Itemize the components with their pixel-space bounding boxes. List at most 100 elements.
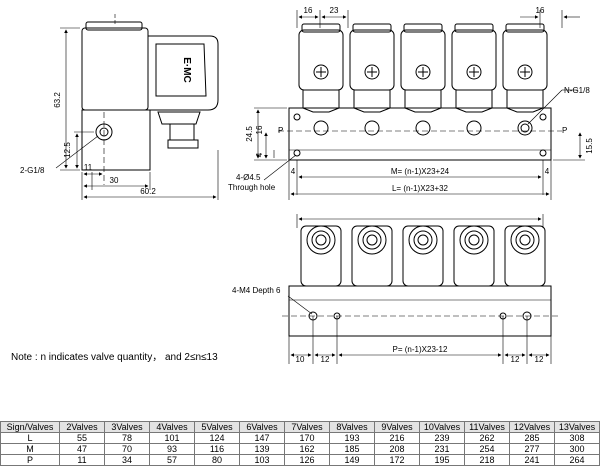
table-cell: 216 bbox=[374, 432, 420, 444]
top-view-labels: 4-M4 Depth 6 10 12 P= (n-1)X23-12 12 12 bbox=[232, 286, 544, 364]
table-header-cell: 6Valves bbox=[239, 421, 285, 433]
table-cell: 241 bbox=[509, 454, 555, 466]
dim-63-2: 63.2 bbox=[53, 92, 62, 108]
dim-24-5: 24.5 bbox=[245, 126, 254, 142]
front-view bbox=[254, 10, 585, 200]
front-valve-1 bbox=[298, 23, 344, 113]
table-cell: 308 bbox=[554, 432, 600, 444]
table-header-cell: 2Valves bbox=[59, 421, 105, 433]
dim-12-left: 12 bbox=[321, 355, 330, 364]
table-cell: 34 bbox=[104, 454, 150, 466]
technical-drawing: 63.2 12.5 11 30 60.2 2-G1/8 E·MC bbox=[20, 6, 594, 364]
side-port-label: 2-G1/8 bbox=[20, 166, 45, 175]
top-valve-2 bbox=[351, 225, 393, 287]
front-valve-5 bbox=[502, 23, 548, 113]
table-cell: 147 bbox=[239, 432, 285, 444]
table-cell: 264 bbox=[554, 454, 600, 466]
table-cell: 208 bbox=[374, 443, 420, 455]
through-hole-label: Through hole bbox=[228, 183, 276, 192]
table-cell: 124 bbox=[194, 432, 240, 444]
table-cell: 57 bbox=[149, 454, 195, 466]
table-cell: 55 bbox=[59, 432, 105, 444]
dim-4-left: 4 bbox=[291, 167, 296, 176]
table-cell: 47 bbox=[59, 443, 105, 455]
table-cell: 93 bbox=[149, 443, 195, 455]
table-header-cell: 9Valves bbox=[374, 421, 420, 433]
table-cell: 285 bbox=[509, 432, 555, 444]
top-valve-4 bbox=[453, 225, 495, 287]
table-cell: 172 bbox=[374, 454, 420, 466]
side-view-labels: 63.2 12.5 11 30 60.2 2-G1/8 E·MC bbox=[20, 57, 192, 196]
dim-4-right: 4 bbox=[545, 167, 550, 176]
side-view bbox=[55, 14, 219, 200]
table-cell: 70 bbox=[104, 443, 150, 455]
coil-logo: E·MC bbox=[181, 57, 192, 83]
table-row-m: M 47 70 93 116 139 162 185 208 231 254 2… bbox=[0, 443, 600, 455]
row-sign: M bbox=[0, 443, 60, 455]
dim-60-2: 60.2 bbox=[140, 187, 156, 196]
dim-16-vert: 16 bbox=[255, 125, 264, 134]
table-header-row: Sign/Valves 2Valves 3Valves 4Valves 5Val… bbox=[0, 421, 600, 433]
table-header-cell: 5Valves bbox=[194, 421, 240, 433]
front-valve-3 bbox=[400, 23, 446, 113]
table-cell: 277 bbox=[509, 443, 555, 455]
dim-16-right: 16 bbox=[536, 6, 545, 15]
table-header-cell: 8Valves bbox=[329, 421, 375, 433]
table-cell: 101 bbox=[149, 432, 195, 444]
table-header-cell: 13Valves bbox=[554, 421, 600, 433]
table-cell: 126 bbox=[284, 454, 330, 466]
table-cell: 149 bbox=[329, 454, 375, 466]
table-cell: 231 bbox=[419, 443, 465, 455]
table-header-cell: 11Valves bbox=[464, 421, 510, 433]
valve-quantity-note: Note : n indicates valve quantity， and 2… bbox=[11, 352, 218, 363]
table-cell: 78 bbox=[104, 432, 150, 444]
table-cell: 218 bbox=[464, 454, 510, 466]
top-valve-3 bbox=[402, 225, 444, 287]
thread-label: 4-M4 Depth 6 bbox=[232, 286, 281, 295]
table-cell: 300 bbox=[554, 443, 600, 455]
table-row-p: P 11 34 57 80 103 126 149 172 195 218 24… bbox=[0, 454, 600, 466]
table-cell: 103 bbox=[239, 454, 285, 466]
dim-12-5: 12.5 bbox=[63, 142, 72, 158]
row-sign: L bbox=[0, 432, 60, 444]
top-valve-5 bbox=[504, 225, 546, 287]
front-valve-2 bbox=[349, 23, 395, 113]
table-cell: 139 bbox=[239, 443, 285, 455]
dim-11: 11 bbox=[84, 163, 93, 172]
table-cell: 195 bbox=[419, 454, 465, 466]
table-cell: 11 bbox=[59, 454, 105, 466]
table-cell: 185 bbox=[329, 443, 375, 455]
table-cell: 239 bbox=[419, 432, 465, 444]
table-row-l: L 55 78 101 124 147 170 193 216 239 262 … bbox=[0, 432, 600, 444]
hole-label: 4-Ø4.5 bbox=[236, 173, 261, 182]
table-header-cell: 12Valves bbox=[509, 421, 555, 433]
table-header-cell: 4Valves bbox=[149, 421, 195, 433]
top-view bbox=[282, 214, 560, 364]
p-label-left: P bbox=[278, 126, 283, 135]
m-formula: M= (n-1)X23+24 bbox=[391, 167, 450, 176]
table-header-cell: 10Valves bbox=[419, 421, 465, 433]
table-cell: 262 bbox=[464, 432, 510, 444]
table-cell: 80 bbox=[194, 454, 240, 466]
dim-16-left: 16 bbox=[304, 6, 313, 15]
l-formula: L= (n-1)X23+32 bbox=[392, 184, 449, 193]
table-header-cell: 3Valves bbox=[104, 421, 150, 433]
front-port-label: N-G1/8 bbox=[564, 86, 590, 95]
dim-12-right-1: 12 bbox=[511, 355, 520, 364]
top-valve-1 bbox=[300, 225, 342, 287]
front-valve-4 bbox=[451, 23, 497, 113]
dimension-table: Sign/Valves 2Valves 3Valves 4Valves 5Val… bbox=[0, 421, 600, 466]
dim-15-5: 15.5 bbox=[585, 138, 594, 154]
row-sign: P bbox=[0, 454, 60, 466]
p-formula: P= (n-1)X23-12 bbox=[393, 345, 448, 354]
table-cell: 116 bbox=[194, 443, 240, 455]
dim-12-right-2: 12 bbox=[535, 355, 544, 364]
table-cell: 193 bbox=[329, 432, 375, 444]
table-header-cell: 7Valves bbox=[284, 421, 330, 433]
table-cell: 254 bbox=[464, 443, 510, 455]
table-cell: 170 bbox=[284, 432, 330, 444]
dim-30: 30 bbox=[110, 176, 119, 185]
table-header-cell: Sign/Valves bbox=[0, 421, 60, 433]
dim-23: 23 bbox=[330, 6, 339, 15]
front-view-labels: 16 23 16 N-G1/8 24.5 16 P P 4 15.5 4-Ø4.… bbox=[228, 6, 594, 193]
